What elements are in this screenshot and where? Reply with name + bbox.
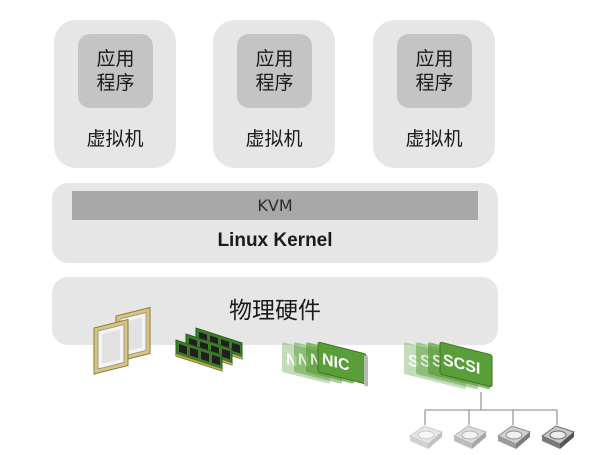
disk-connector-lines	[424, 392, 558, 425]
kvm-bar: KVM	[72, 191, 478, 220]
scsi-letter: S	[408, 351, 419, 371]
vm-box-3: 应用 程序 虚拟机	[373, 20, 495, 168]
cpu-icon	[93, 306, 151, 375]
vm-label: 虚拟机	[245, 128, 303, 150]
disk-icons	[408, 425, 575, 449]
kernel-layer: KVM Linux Kernel	[52, 183, 498, 263]
scsi-cards-icon: S S S SCSI	[404, 341, 493, 390]
vm-label: 虚拟机	[405, 128, 463, 150]
scsi-letter: S	[432, 351, 443, 371]
app-label-line1: 应用	[415, 48, 454, 70]
app-label-line2: 程序	[255, 72, 294, 94]
nic-letter: N	[298, 350, 310, 371]
nic-cards-icon: N N N NIC	[282, 341, 368, 387]
nic-letter: N	[286, 350, 298, 371]
disk-icon	[496, 425, 531, 449]
vm-box-1: 应用 程序 虚拟机	[54, 20, 176, 168]
disk-icon	[452, 425, 487, 449]
app-label-line1: 应用	[255, 48, 294, 70]
nic-letter: N	[310, 350, 322, 371]
disk-icon	[540, 425, 575, 449]
app-label-line1: 应用	[96, 48, 135, 70]
app-box: 应用 程序	[237, 34, 312, 108]
app-label-line2: 程序	[96, 72, 135, 94]
memory-icon	[175, 327, 243, 372]
app-label-line2: 程序	[415, 72, 454, 94]
app-box: 应用 程序	[397, 34, 472, 108]
disk-icon	[408, 425, 443, 449]
linux-kernel-label: Linux Kernel	[217, 230, 333, 251]
hardware-label: 物理硬件	[229, 298, 321, 324]
scsi-letter: S	[420, 351, 431, 371]
app-box: 应用 程序	[78, 34, 153, 108]
vm-label: 虚拟机	[86, 128, 144, 150]
vm-box-2: 应用 程序 虚拟机	[213, 20, 335, 168]
